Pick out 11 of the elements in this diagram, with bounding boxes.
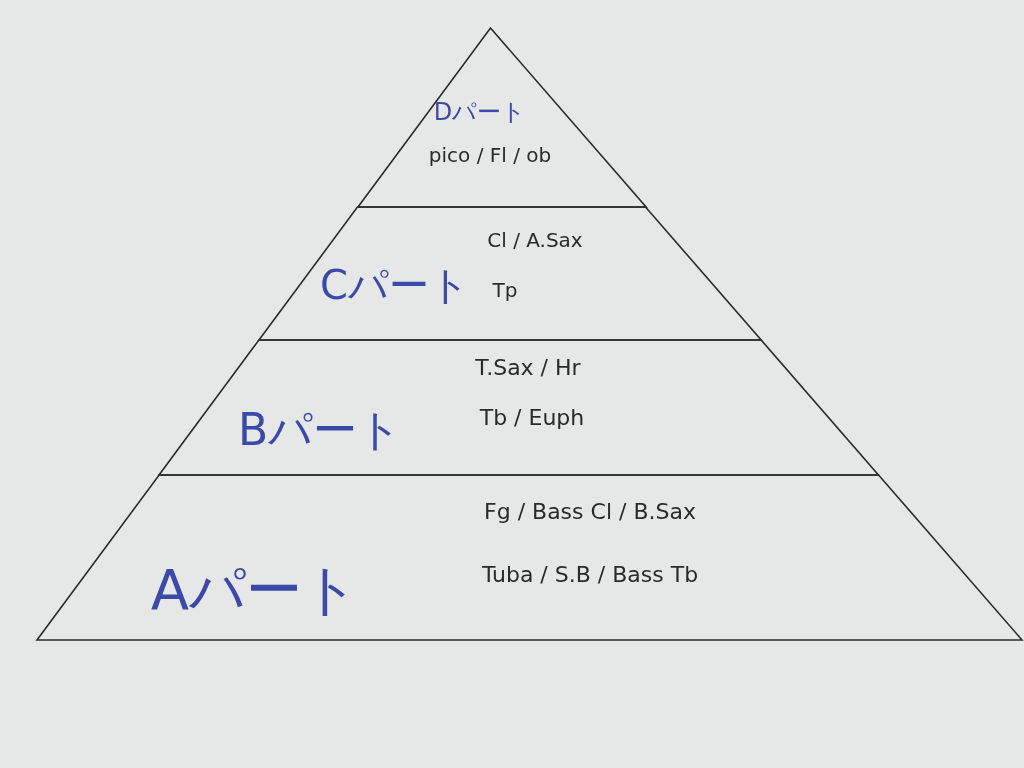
- instrument-label: Cl / A.Sax: [487, 230, 583, 250]
- part-label: Bパート: [237, 408, 403, 452]
- instrument-label: T.Sax / Hr: [475, 357, 581, 379]
- instrument-label: Tuba / S.B / Bass Tb: [481, 564, 699, 586]
- instrument-label: Tp: [492, 280, 518, 300]
- instrument-label: pico / Fl / ob: [428, 145, 552, 165]
- instrument-label: Tb / Euph: [479, 407, 585, 429]
- part-label: Cパート: [320, 265, 470, 305]
- part-label: Aパート: [150, 562, 360, 618]
- instrument-label: Fg / Bass Cl / B.Sax: [484, 501, 696, 523]
- part-label: Dパート: [433, 100, 527, 124]
